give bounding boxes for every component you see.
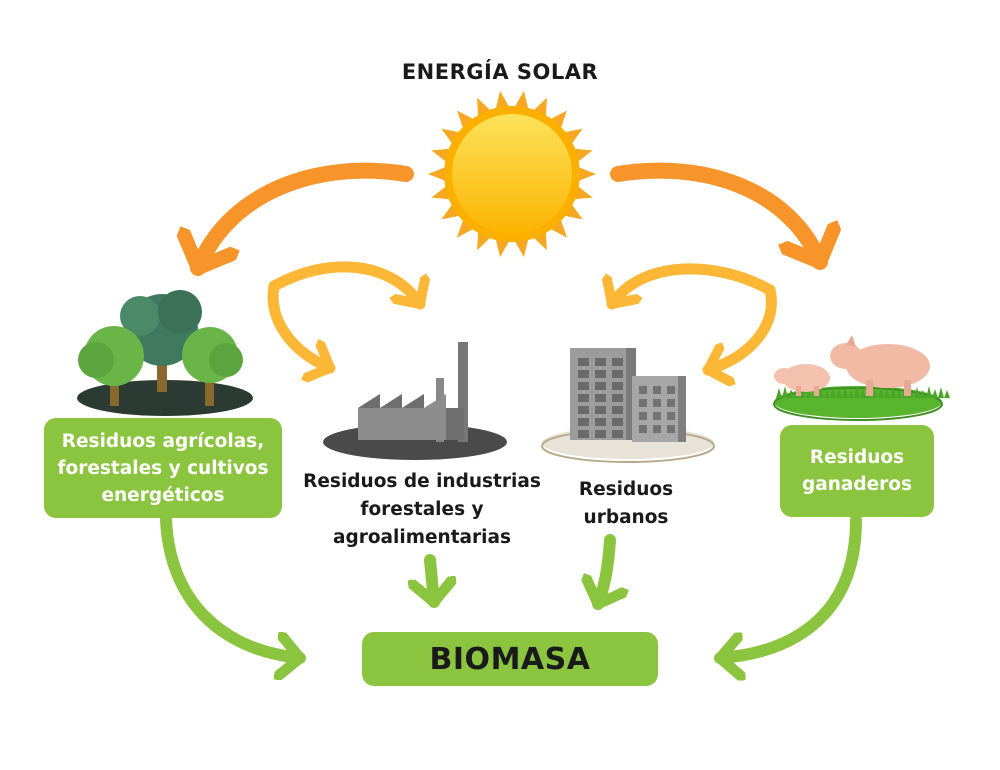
building-window	[578, 370, 589, 378]
building-window	[667, 412, 675, 420]
factory-icon	[323, 342, 507, 460]
building-window	[595, 370, 606, 378]
arrow-sun-to-ganaderos	[610, 162, 820, 270]
sun-ray	[428, 166, 447, 182]
arrow-urbanos-to-biomasa	[598, 534, 610, 610]
arrow-left-to-industrias	[268, 261, 420, 310]
building-window	[595, 406, 606, 414]
box-biomasa: BIOMASA	[362, 632, 658, 686]
building-window	[667, 425, 675, 433]
building-window	[578, 418, 589, 426]
sun-ray	[514, 90, 529, 111]
building-window	[612, 418, 623, 426]
sun-ray	[563, 203, 583, 220]
building-window	[653, 425, 661, 433]
sun-ray	[495, 237, 510, 258]
label-residuos-urbanos: Residuos urbanos	[578, 479, 674, 528]
building-window	[612, 370, 623, 378]
sun-ray	[441, 203, 461, 220]
building-window	[612, 382, 623, 390]
arrow-ganaderos-to-biomasa	[714, 514, 862, 658]
building-window	[667, 386, 675, 394]
building-window	[595, 394, 606, 402]
sun-ray	[549, 218, 568, 238]
building-window	[639, 386, 647, 394]
arrow-sun-to-agricola	[198, 162, 414, 276]
building-window	[612, 358, 623, 366]
pigs-icon	[773, 335, 950, 421]
box-residuos-agricolas: Residuos agrícolas, forestales y cultivo…	[44, 418, 282, 518]
building-window	[612, 394, 623, 402]
building-window	[639, 399, 647, 407]
building-window	[639, 425, 647, 433]
buildings-icon	[541, 348, 715, 463]
building-window	[595, 382, 606, 390]
building-window	[595, 358, 606, 366]
building-window	[578, 406, 589, 414]
building-window	[612, 406, 623, 414]
box-residuos-ganaderos: Residuos ganaderos	[780, 425, 934, 517]
building-window	[578, 358, 589, 366]
building-window	[612, 430, 623, 438]
sun-ray	[514, 237, 529, 258]
solar-energy-title: ENERGÍA SOLAR	[401, 60, 599, 84]
building-window	[578, 394, 589, 402]
sun-ray	[495, 90, 510, 111]
sun-icon	[428, 90, 596, 258]
sun-ray	[441, 128, 461, 145]
building-window	[578, 430, 589, 438]
building-window	[595, 430, 606, 438]
arrow-industrias-to-biomasa	[430, 554, 434, 608]
building-window	[653, 412, 661, 420]
label-residuos-industrias: Residuos de industrias forestales y agro…	[303, 471, 541, 548]
trees-icon	[77, 290, 253, 416]
sun-ray	[577, 166, 596, 182]
building-window	[578, 382, 589, 390]
arrow-right-down	[702, 284, 777, 370]
arrow-left-down	[267, 280, 336, 368]
sun-ray	[456, 110, 475, 130]
building-window	[639, 412, 647, 420]
building-window	[595, 418, 606, 426]
building-window	[667, 399, 675, 407]
building-window	[653, 386, 661, 394]
sun-ray	[549, 110, 568, 130]
building-window	[653, 399, 661, 407]
sun-ray	[563, 128, 583, 145]
arrow-right-to-urbanos	[612, 263, 776, 310]
sun-ray	[456, 218, 475, 238]
arrow-agricola-to-biomasa	[160, 514, 306, 658]
